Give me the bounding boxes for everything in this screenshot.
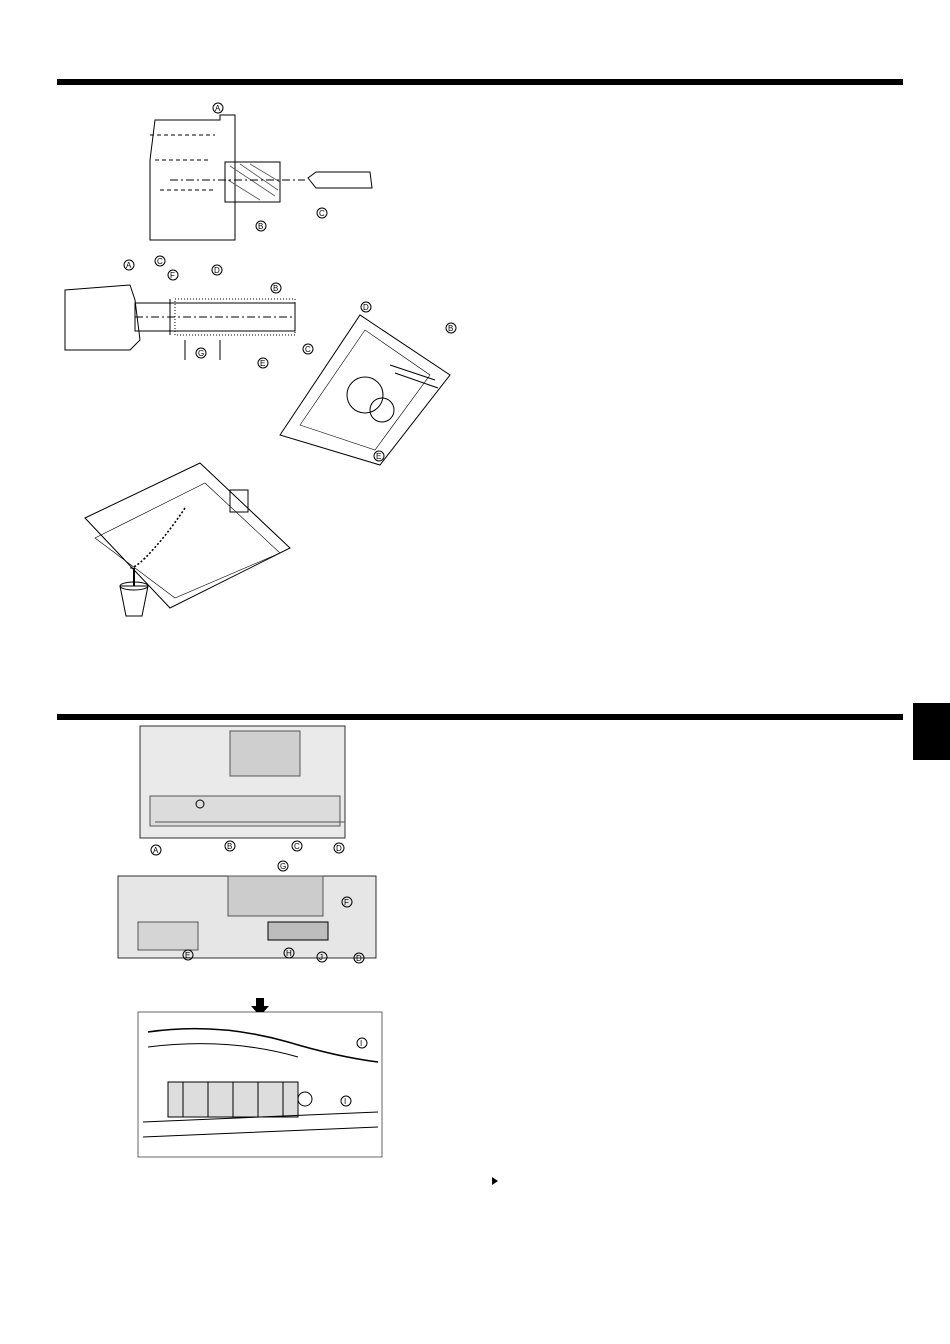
callout-i-lower: I	[344, 1097, 346, 1106]
callout-e: E	[376, 452, 381, 461]
figure-terminal-block: G F E H J D	[118, 858, 380, 968]
callout-a: A	[215, 104, 221, 113]
callout-g: G	[198, 349, 204, 358]
callout-d: D	[336, 844, 342, 853]
callout-b: B	[448, 324, 453, 333]
callout-d: D	[356, 954, 362, 963]
callout-c: C	[319, 209, 325, 218]
figure-flare-section: A B C	[140, 100, 390, 245]
figure-drain-test	[80, 458, 290, 623]
callout-e: E	[185, 951, 190, 960]
figure-control-box-cover: A B C D	[140, 726, 355, 858]
callout-a: A	[153, 846, 159, 855]
callout-g: G	[280, 862, 286, 871]
callout-d: D	[214, 266, 220, 275]
callout-i-upper: I	[360, 1039, 362, 1048]
figure-wiring-closeup: I I	[138, 1012, 388, 1162]
callout-a: A	[126, 261, 132, 270]
callout-j: J	[319, 953, 323, 962]
callout-b: B	[227, 842, 232, 851]
figure-pipe-insulation: A C F D B G E	[60, 255, 300, 380]
callout-d: D	[363, 303, 369, 312]
callout-b: B	[258, 222, 263, 231]
section-rule-middle	[57, 714, 903, 720]
figure-unit-piping: D B C E	[270, 295, 460, 465]
section-rule-top	[57, 79, 903, 85]
callout-c: C	[157, 257, 163, 266]
callout-f: F	[344, 898, 349, 907]
chapter-tab-marker	[913, 703, 950, 760]
callout-e: E	[260, 359, 265, 368]
callout-h: H	[286, 949, 292, 958]
play-triangle-icon	[492, 1177, 498, 1185]
callout-f: F	[170, 271, 175, 280]
callout-b: B	[273, 284, 278, 293]
callout-c: C	[294, 842, 300, 851]
callout-c: C	[305, 345, 311, 354]
